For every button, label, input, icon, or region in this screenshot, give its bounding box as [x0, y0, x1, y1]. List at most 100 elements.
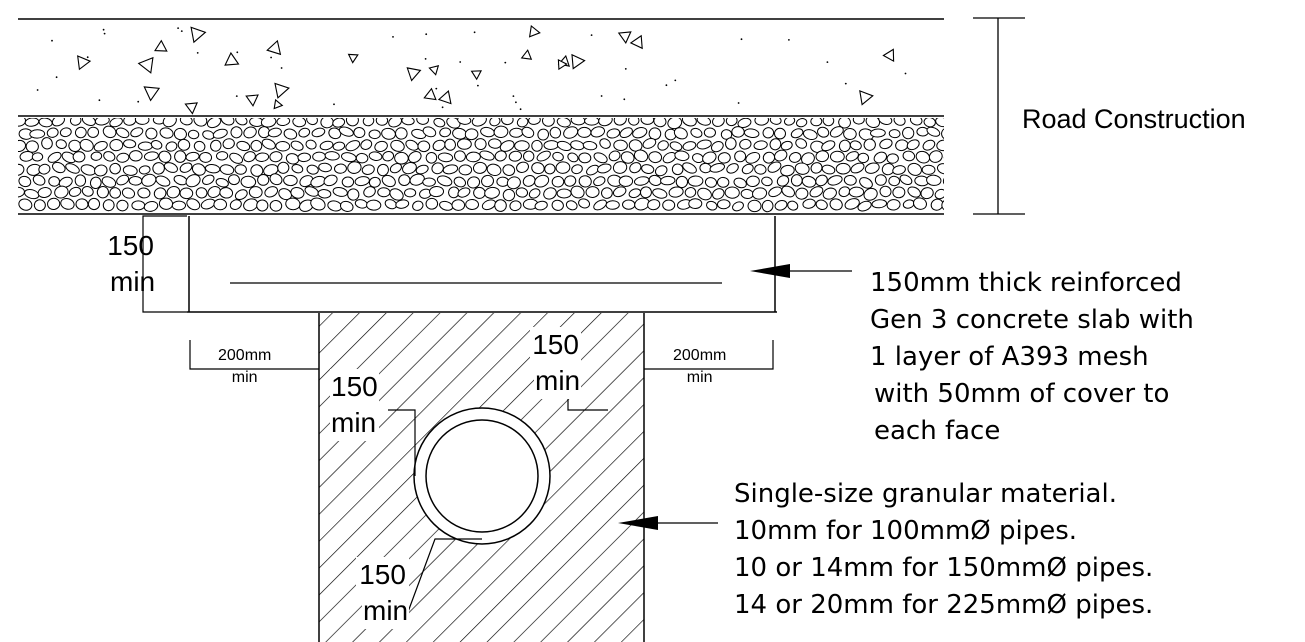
- pipe-bottom-clearance-unit: min: [362, 593, 410, 629]
- gravel-stone: [531, 139, 543, 152]
- aggregate-triangle: [184, 102, 198, 115]
- gravel-stone: [829, 126, 844, 138]
- gravel-stone: [671, 163, 684, 176]
- gravel-stone: [278, 188, 292, 201]
- gravel-stone: [850, 162, 865, 174]
- gravel-stone: [69, 118, 82, 126]
- gravel-stone: [534, 200, 548, 211]
- gravel-stone: [502, 164, 516, 176]
- pipe-top-clearance-unit: min: [534, 363, 582, 399]
- aggregate-triangle: [520, 49, 533, 60]
- gravel-stone: [843, 128, 857, 141]
- gravel-stone: [207, 186, 221, 198]
- gravel-stone: [332, 118, 346, 128]
- gravel-stone: [345, 118, 359, 127]
- gravel-stone: [633, 149, 649, 163]
- gravel-stone: [222, 138, 235, 150]
- gravel-stone: [473, 186, 486, 199]
- gravel-stone: [141, 173, 157, 187]
- gravel-stone: [642, 138, 657, 149]
- gravel-stone: [408, 151, 422, 163]
- gravel-stone: [844, 198, 860, 210]
- aggregate-dot: [333, 103, 335, 106]
- gravel-stone: [863, 138, 876, 151]
- gravel-stone: [128, 175, 143, 186]
- gravel-stone: [94, 164, 108, 177]
- gravel-stone: [368, 176, 381, 188]
- aggregate-dot: [51, 39, 53, 42]
- gravel-stone: [493, 125, 509, 139]
- gravel-stone: [494, 150, 507, 162]
- aggregate-triangle: [190, 26, 207, 44]
- aggregate-dot: [590, 34, 593, 36]
- gravel-stone: [355, 152, 369, 164]
- gravel-stone: [515, 187, 529, 198]
- gravel-stone: [647, 199, 661, 211]
- gravel-stone: [704, 177, 718, 188]
- aggregate-triangle: [571, 53, 586, 70]
- gravel-stone: [319, 140, 334, 151]
- gravel-stone: [159, 127, 174, 139]
- aggregate-dot: [844, 82, 847, 85]
- gravel-stone: [716, 176, 730, 188]
- gravel-stone: [109, 187, 122, 199]
- gravel-stone: [431, 162, 444, 175]
- gravel-stone: [47, 197, 61, 211]
- gravel-stone: [916, 126, 929, 137]
- gravel-stone: [534, 174, 550, 188]
- gravel-stone: [122, 165, 138, 176]
- gravel-stone: [827, 175, 843, 186]
- gravel-stone: [907, 162, 922, 176]
- right-clearance-label: 200mm min: [673, 345, 726, 389]
- gravel-stone: [465, 198, 480, 210]
- slab-note-line: 1 layer of A393 mesh: [870, 342, 1149, 372]
- gravel-stone: [935, 118, 944, 128]
- gravel-stone: [509, 127, 524, 138]
- gravel-stone: [94, 118, 110, 126]
- gravel-stone: [18, 186, 25, 198]
- gravel-stone: [753, 140, 768, 150]
- gravel-stone: [752, 187, 768, 200]
- gravel-stone: [102, 199, 115, 212]
- gravel-stone: [401, 118, 415, 126]
- gravel-stone: [769, 138, 782, 151]
- gravel-stone: [215, 177, 229, 188]
- left-clearance-value: 200mm: [218, 347, 272, 364]
- gravel-stone: [220, 118, 235, 126]
- gravel-stone: [320, 118, 334, 129]
- gravel-stone: [788, 152, 802, 163]
- gravel-stone: [852, 118, 865, 125]
- gravel-stone: [815, 174, 828, 187]
- gravel-stone: [815, 150, 830, 163]
- gravel-stone: [250, 164, 264, 177]
- aggregate-dot: [504, 61, 507, 64]
- gravel-stone: [639, 186, 652, 199]
- gravel-stone: [439, 200, 454, 211]
- gravel-stone: [81, 118, 96, 126]
- gravel-stone: [571, 164, 583, 175]
- gravel-stone: [893, 118, 906, 126]
- gravel-stone: [345, 140, 361, 152]
- gravel-stone: [134, 118, 150, 125]
- gravel-stone: [628, 188, 642, 199]
- gravel-stone: [754, 164, 767, 175]
- gravel-stone: [886, 153, 899, 164]
- gravel-stone: [873, 151, 888, 164]
- gravel-stone: [236, 140, 251, 152]
- gravel-stone: [696, 118, 712, 126]
- gravel-stone: [152, 162, 165, 175]
- gravel-stone: [652, 188, 668, 199]
- gravel-stone: [710, 141, 724, 153]
- gravel-stone: [673, 127, 688, 140]
- gravel-stone: [109, 138, 124, 152]
- gravel-stone: [87, 197, 101, 211]
- gravel-stone: [741, 163, 754, 175]
- gravel-stone: [103, 151, 116, 162]
- aggregate-triangle: [428, 65, 440, 76]
- gravel-stone: [422, 177, 436, 187]
- aggregate-triangle: [423, 87, 437, 101]
- aggregate-dot: [737, 102, 740, 104]
- gravel-stone: [582, 140, 598, 151]
- aggregate-dot: [280, 67, 283, 69]
